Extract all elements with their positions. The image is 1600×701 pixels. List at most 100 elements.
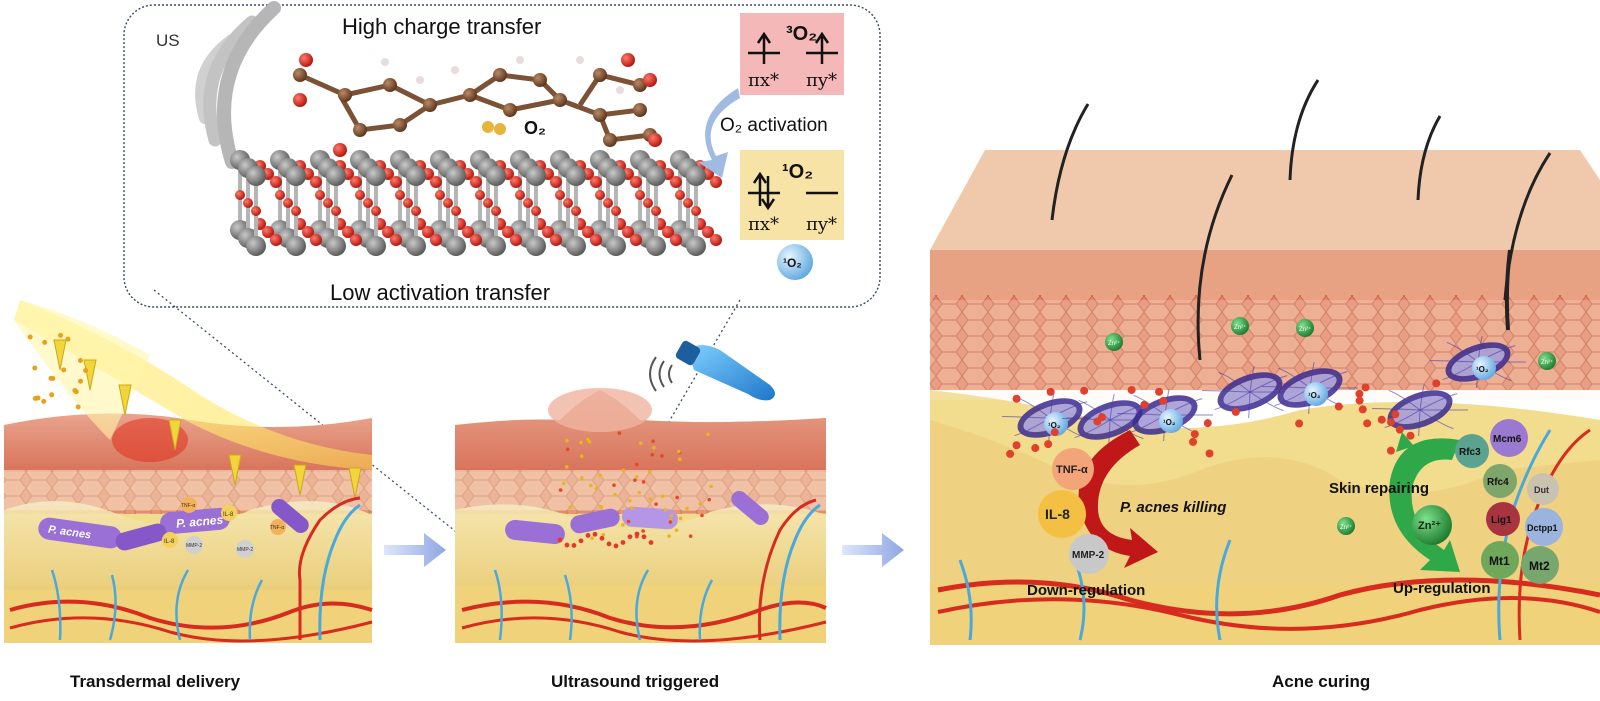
particle: [621, 523, 625, 527]
particle: [650, 453, 654, 457]
particle: [677, 450, 681, 454]
particle: [78, 358, 83, 363]
triplet-label: ³O₂: [786, 23, 817, 45]
lattice-atom: [243, 198, 253, 208]
particle: [675, 528, 679, 532]
particle: [565, 465, 569, 469]
atom: [353, 123, 367, 137]
marker-mt2: Mt2: [1521, 546, 1559, 584]
particle: [607, 542, 612, 547]
us-label: US: [156, 31, 180, 50]
lattice-atom: [486, 166, 506, 186]
particle: [42, 340, 47, 345]
particle: [1051, 428, 1059, 436]
lattice-atom: [566, 166, 586, 186]
panel-transdermal-delivery: P. acnes P. acnes TNF-α IL-8 IL-8 MMP-2 …: [4, 300, 372, 643]
caption-acne-curing: Acne curing: [1272, 672, 1370, 692]
marker-mmp-2: MMP-2: [1069, 534, 1109, 574]
lattice-atom: [611, 206, 621, 216]
lattice-atom: [646, 166, 666, 186]
particle: [1140, 401, 1148, 409]
lattice-atom: [363, 198, 373, 208]
lattice-atom: [590, 234, 602, 246]
marker-mcm6: Mcm6: [1490, 419, 1528, 457]
atom: [593, 108, 607, 122]
cytokine-marker: TNF-α: [181, 497, 197, 513]
particle: [600, 505, 604, 509]
lattice-atom: [651, 206, 661, 216]
lattice-atom: [470, 176, 482, 188]
particle: [78, 379, 83, 384]
particle: [635, 532, 640, 537]
inset-panel: O₂ High charge transfer Low activation t…: [124, 5, 880, 307]
down-regulation-label: Down-regulation: [1027, 582, 1145, 599]
particle: [1359, 405, 1367, 413]
atom: [338, 88, 352, 102]
cytokine-marker: MMP-2: [185, 536, 203, 554]
particle: [1191, 430, 1199, 438]
particle: [628, 499, 632, 503]
svg-text:Lig1: Lig1: [1491, 515, 1512, 526]
lattice-atom: [286, 166, 306, 186]
particle: [559, 488, 563, 492]
lattice-atom: [526, 166, 546, 186]
lattice-atom: [710, 234, 722, 246]
marker-dut: Dut: [1527, 473, 1559, 505]
lattice-atom: [710, 176, 722, 188]
particle: [593, 532, 598, 537]
triplet-oxygen-box: ³O₂ πx* πy*: [740, 13, 844, 95]
particle: [618, 431, 622, 435]
particle: [635, 463, 639, 467]
lattice-atom: [443, 198, 453, 208]
particle: [633, 478, 637, 482]
lattice-atom: [350, 176, 362, 188]
caption-ultrasound-triggered: Ultrasound triggered: [551, 672, 719, 692]
lattice-atom: [531, 206, 541, 216]
particle: [599, 474, 603, 478]
atom: [381, 58, 389, 66]
lattice-atom: [390, 176, 402, 188]
svg-text:TNF-α: TNF-α: [181, 503, 195, 509]
lattice-atom: [563, 198, 573, 208]
lattice-atom: [630, 176, 642, 188]
particle: [630, 506, 634, 510]
particle: [651, 439, 655, 443]
atom: [553, 93, 567, 107]
atom: [463, 88, 477, 102]
cytokine-marker: MMP-2: [236, 540, 254, 558]
svg-text:Zn²⁺: Zn²⁺: [1418, 520, 1441, 532]
particle: [1378, 416, 1386, 424]
lattice-atom: [526, 236, 546, 256]
atom: [503, 103, 517, 117]
lattice-atom: [675, 190, 685, 200]
lattice-atom: [590, 176, 602, 188]
atom: [633, 103, 647, 117]
atom: [643, 73, 657, 87]
particle: [1295, 420, 1303, 428]
svg-text:Mt2: Mt2: [1529, 559, 1550, 573]
particle: [83, 368, 88, 373]
marker-dctpp1: Dctpp1: [1525, 508, 1563, 546]
zinc-ion-large: Zn²⁺: [1412, 505, 1452, 545]
particle: [1406, 432, 1414, 440]
particle: [1189, 438, 1197, 446]
lattice-atom: [286, 236, 306, 256]
orbital-pi-y-singlet: πy*: [806, 214, 837, 235]
marker-tnf-alpha: TNF-α: [1052, 448, 1094, 490]
lattice-atom: [430, 234, 442, 246]
lattice-atom: [315, 190, 325, 200]
lattice-atom: [283, 198, 293, 208]
particle: [648, 497, 652, 501]
particle: [1391, 410, 1399, 418]
atom: [299, 53, 313, 67]
flow-arrow-icon: [384, 533, 446, 567]
particle: [660, 454, 664, 458]
particle: [628, 534, 633, 539]
particle: [74, 389, 79, 394]
particle: [586, 533, 591, 538]
marker-mt1: Mt1: [1481, 541, 1519, 579]
particle: [41, 399, 46, 404]
particle: [621, 540, 626, 545]
singlet-oxygen-bubble: ¹O₂: [777, 244, 813, 280]
